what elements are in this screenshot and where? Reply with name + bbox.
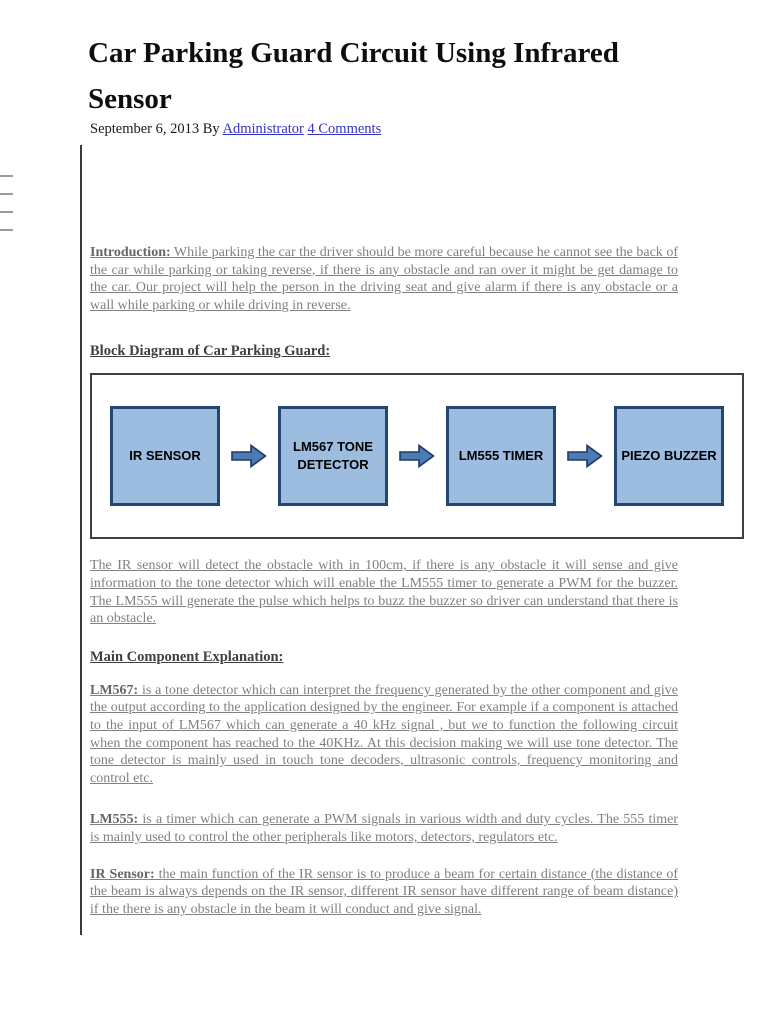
diagram-explanation-paragraph: The IR sensor will detect the obstacle w… — [90, 558, 678, 627]
byline: September 6, 2013 By Administrator 4 Com… — [90, 121, 381, 138]
arrow-right-icon — [567, 444, 603, 469]
intro-paragraph: Introduction: While parking the car the … — [90, 245, 678, 313]
author-link[interactable]: Administrator — [222, 121, 304, 137]
left-edge-text-fragment — [0, 193, 13, 195]
byline-date: September 6, 2013 By — [90, 121, 223, 137]
left-edge-text-fragment — [0, 175, 13, 177]
ir-sensor-paragraph: IR Sensor: the main function of the IR s… — [90, 866, 678, 917]
lm567-lead: LM567: — [90, 682, 139, 698]
main-component-heading: Main Component Explanation: — [90, 648, 284, 665]
comments-link[interactable]: 4 Comments — [307, 121, 382, 137]
arrow-right-icon — [399, 444, 435, 469]
diagram-box-piezo-buzzer: PIEZO BUZZER — [614, 406, 724, 507]
article-body: Introduction: While parking the car the … — [90, 244, 744, 918]
intro-lead: Introduction: — [90, 245, 171, 260]
page-title-line1: Car Parking Guard Circuit Using Infrared — [88, 37, 619, 69]
content-left-border — [80, 145, 82, 935]
left-edge-text-fragment — [0, 211, 13, 213]
block-diagram-heading: Block Diagram of Car Parking Guard: — [90, 343, 331, 360]
block-diagram: IR SENSOR LM567 TONE DETECTOR LM555 TIME… — [90, 373, 744, 540]
diagram-box-lm567-tone-detector: LM567 TONE DETECTOR — [278, 406, 388, 507]
diagram-box-lm555-timer: LM555 TIMER — [446, 406, 556, 507]
arrow-right-icon — [231, 444, 267, 469]
page-title: Car Parking Guard Circuit Using Infrared… — [88, 30, 688, 122]
left-edge-text-fragment — [0, 229, 13, 231]
ir-sensor-lead: IR Sensor: — [90, 866, 155, 882]
diagram-box-ir-sensor: IR SENSOR — [110, 406, 220, 507]
lm567-paragraph: LM567: is a tone detector which can inte… — [90, 682, 678, 786]
page-title-line2: Sensor — [88, 83, 172, 115]
lm555-lead: LM555: — [90, 812, 139, 828]
lm555-paragraph: LM555: is a timer which can generate a P… — [90, 812, 678, 845]
